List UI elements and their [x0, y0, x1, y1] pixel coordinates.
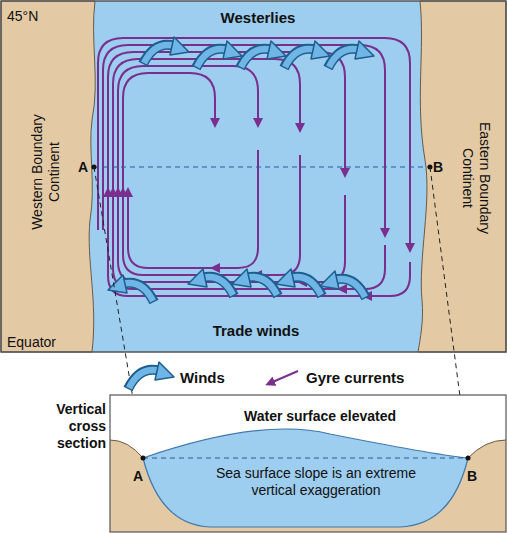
wind-arrow — [108, 275, 154, 302]
wind-label: Trade winds — [213, 322, 300, 340]
section-frame — [110, 395, 506, 532]
wind-arrow — [284, 41, 330, 68]
legend-text: Gyre currents — [306, 369, 404, 387]
continent-label: Eastern Boundary Continent — [459, 103, 493, 253]
legend-text: Winds — [180, 369, 225, 387]
wind-arrow — [276, 269, 322, 296]
gyre-current — [98, 38, 410, 250]
wind-arrow — [143, 37, 189, 64]
latitude-label: 45°N — [7, 8, 38, 25]
section-label: Water surface elevated — [244, 408, 396, 425]
western-continent — [1, 1, 95, 352]
point-label: A — [78, 159, 88, 176]
current-arrowhead — [213, 267, 228, 269]
point-label: A — [133, 468, 143, 485]
wind-arrow — [232, 269, 278, 296]
wind-label: Westerlies — [221, 9, 296, 27]
wind-arrows — [108, 37, 374, 302]
gyre-current — [123, 73, 215, 230]
note-text: Sea surface slope is an extreme vertical… — [216, 465, 416, 499]
gyre-current — [123, 155, 300, 275]
section-water — [143, 429, 468, 527]
wind-icon — [128, 362, 174, 389]
point-label: B — [467, 468, 477, 485]
gyre-current — [128, 150, 258, 268]
ocean — [1, 1, 506, 352]
point-label: B — [433, 159, 443, 176]
section-line — [94, 167, 430, 168]
wind-arrow — [196, 41, 242, 68]
continent-label: Western Boundary Continent — [29, 97, 63, 247]
gyre-current — [118, 66, 258, 230]
section-line — [143, 458, 468, 459]
point-dot — [466, 456, 471, 461]
gyre-current — [108, 190, 410, 296]
gyre-currents — [98, 38, 410, 296]
gyre-current — [118, 190, 345, 282]
latitude-label: Equator — [7, 334, 56, 351]
gyre-current — [108, 52, 345, 230]
wind-arrow — [320, 271, 366, 298]
wind-arrow — [188, 269, 234, 296]
gyre-current — [103, 45, 385, 235]
panel-frame — [1, 1, 506, 352]
current-arrowhead — [340, 288, 355, 290]
gyre-current — [113, 59, 300, 230]
section-land — [110, 395, 506, 532]
point-dot — [141, 456, 146, 461]
section-title: Vertical cross section — [18, 401, 106, 451]
wind-arrow — [328, 41, 374, 68]
wind-arrow — [240, 41, 286, 68]
current-icon — [268, 371, 298, 384]
